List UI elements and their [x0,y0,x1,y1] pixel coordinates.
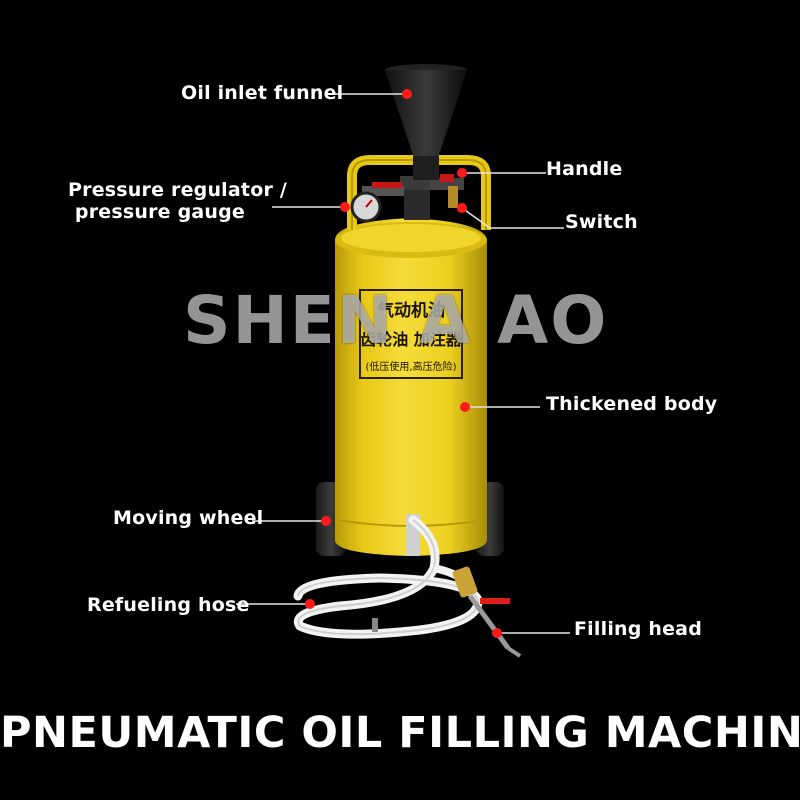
callout-switch: Switch [565,211,638,233]
label-plate: 气动机油 齿轮油 加注器 (低压使用,高压危险) [359,289,463,379]
filling-head [452,566,522,658]
label-plate-line1: 气动机油 [376,300,445,321]
marker-switch [457,203,467,213]
marker-hose [305,599,315,609]
label-plate-line2: 齿轮油 加注器 [360,330,463,349]
callout-pressure-gauge: pressure gauge [74,201,245,223]
marker-funnel [402,89,412,99]
callout-thickened-body: Thickened body [546,393,718,415]
callout-moving-wheel: Moving wheel [113,507,264,529]
leader-lines [236,93,570,634]
pressure-gauge [350,191,382,223]
marker-wheel [321,516,331,526]
callout-oil-inlet-funnel: Oil inlet funnel [181,82,344,104]
callout-filling-head: Filling head [574,618,703,640]
label-plate-line3: (低压使用,高压危险) [366,360,457,373]
marker-gauge [340,202,350,212]
product-headline: PNEUMATIC OIL FILLING MACHINE [0,708,800,758]
marker-body [460,402,470,412]
tank-body [335,218,487,556]
callout-markers [305,89,502,638]
callout-refueling-hose: Refueling hose [87,594,250,616]
marker-handle [457,168,467,178]
callout-pressure-regulator: Pressure regulator / [68,179,287,201]
callout-handle: Handle [546,158,623,180]
marker-filling-head [492,628,502,638]
